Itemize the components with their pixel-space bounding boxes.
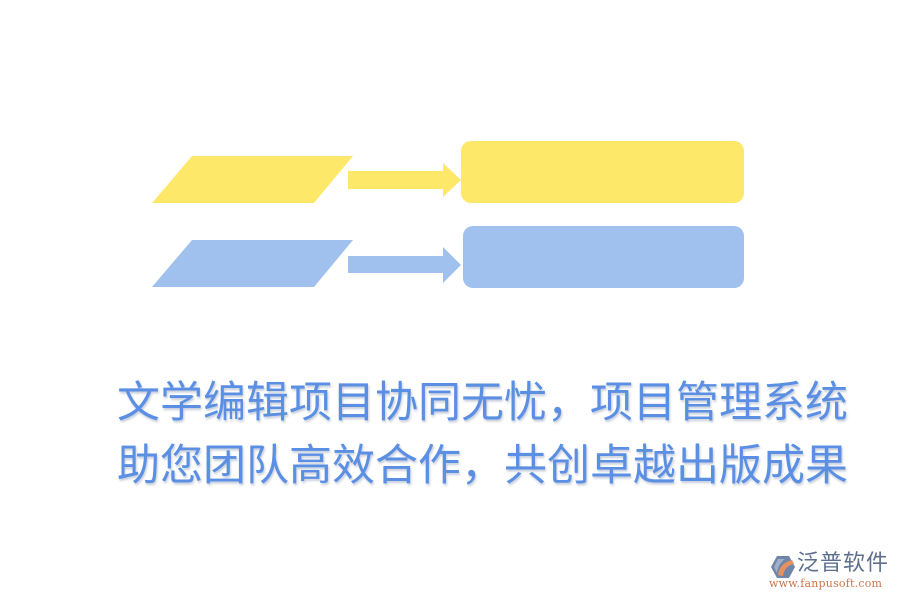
caption-text: 文学编辑项目协同无忧，项目管理系统 助您团队高效合作，共创卓越出版成果 [117, 372, 848, 498]
input-parallelogram-yellow [152, 156, 353, 203]
result-box-yellow [461, 141, 744, 203]
flow-diagram [152, 141, 744, 288]
input-parallelogram-blue [152, 240, 353, 287]
result-box-blue [463, 226, 744, 288]
arrow-right-blue [348, 247, 461, 283]
fanpu-logo-icon [771, 556, 795, 578]
brand-logo: 泛普软件 www.fanpusoft.com [768, 551, 894, 594]
caption-line-2: 助您团队高效合作，共创卓越出版成果 [117, 441, 848, 491]
caption-line-1: 文学编辑项目协同无忧，项目管理系统 [117, 378, 848, 428]
logo-name: 泛普软件 [797, 551, 890, 576]
logo-url: www.fanpusoft.com [769, 577, 883, 590]
arrow-right-yellow [348, 163, 461, 197]
